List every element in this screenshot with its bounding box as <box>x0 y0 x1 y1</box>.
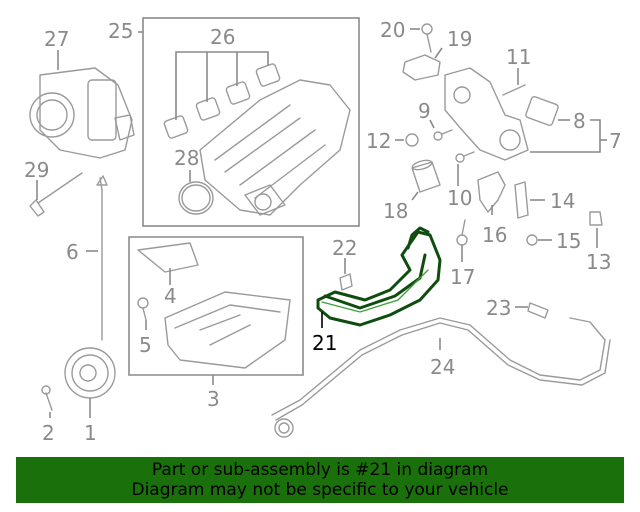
callout-1: 1 <box>84 421 97 445</box>
callout-8: 8 <box>573 109 586 133</box>
callout-21: 21 <box>312 331 337 355</box>
callout-11: 11 <box>506 45 531 69</box>
fitting-15 <box>526 234 552 246</box>
dipstick <box>86 175 108 341</box>
callout-5: 5 <box>139 333 152 357</box>
callout-10: 10 <box>447 186 472 210</box>
clip-22 <box>339 258 353 291</box>
callout-22: 22 <box>332 236 357 260</box>
bolt-2 <box>41 385 53 418</box>
callout-25: 25 <box>108 19 133 43</box>
callout-27: 27 <box>44 27 69 51</box>
intake-manifold <box>199 79 351 216</box>
hose-24 <box>271 317 611 438</box>
callout-19: 19 <box>447 27 472 51</box>
callout-24: 24 <box>430 355 455 379</box>
callout-26: 26 <box>210 25 235 49</box>
crankshaft-pulley <box>64 347 116 418</box>
sensor-19 <box>402 47 443 81</box>
callout-9: 9 <box>418 99 431 123</box>
callout-3: 3 <box>207 387 220 411</box>
callout-4: 4 <box>164 284 177 308</box>
callout-7: 7 <box>609 129 622 153</box>
callout-13: 13 <box>586 250 611 274</box>
info-banner: Part or sub-assembly is #21 in diagram D… <box>16 457 624 503</box>
callout-12: 12 <box>366 129 391 153</box>
oil-pan <box>164 291 291 385</box>
bolt-10 <box>455 151 475 186</box>
bolt-5 <box>137 297 149 330</box>
callout-16: 16 <box>482 223 507 247</box>
oil-filter <box>411 159 441 201</box>
callout-17: 17 <box>450 265 475 289</box>
heat-shield <box>477 171 506 215</box>
bolt-20 <box>421 23 433 53</box>
callout-14: 14 <box>550 189 575 213</box>
callout-18: 18 <box>383 199 408 223</box>
bolt-9 <box>429 119 453 141</box>
callout-29: 29 <box>24 158 49 182</box>
plug-12 <box>395 133 419 147</box>
o-ring <box>178 170 214 215</box>
highlighted-part-21 <box>316 226 442 327</box>
callout-28: 28 <box>174 146 199 170</box>
intake-manifold-group-box <box>142 17 360 227</box>
callout-2: 2 <box>42 421 55 445</box>
throttle-body <box>29 67 135 159</box>
sensor-23 <box>515 302 549 319</box>
banner-line-1: Part or sub-assembly is #21 in diagram <box>151 460 489 480</box>
stud-11 <box>502 68 526 96</box>
bolt-17 <box>456 219 468 262</box>
intake-gaskets <box>163 51 281 139</box>
oil-pan-group-box <box>128 236 304 376</box>
bolt-29 <box>29 172 83 217</box>
oil-filter-housing <box>444 67 529 161</box>
callout-15: 15 <box>556 229 581 253</box>
callout-20: 20 <box>380 18 405 42</box>
sensor-13 <box>589 211 603 248</box>
callout-23: 23 <box>486 296 511 320</box>
gasket-8 <box>525 96 570 126</box>
callout-6: 6 <box>66 240 79 264</box>
oil-baffle <box>137 242 199 285</box>
sensor-14 <box>514 181 545 219</box>
banner-line-2: Diagram may not be specific to your vehi… <box>131 480 509 500</box>
